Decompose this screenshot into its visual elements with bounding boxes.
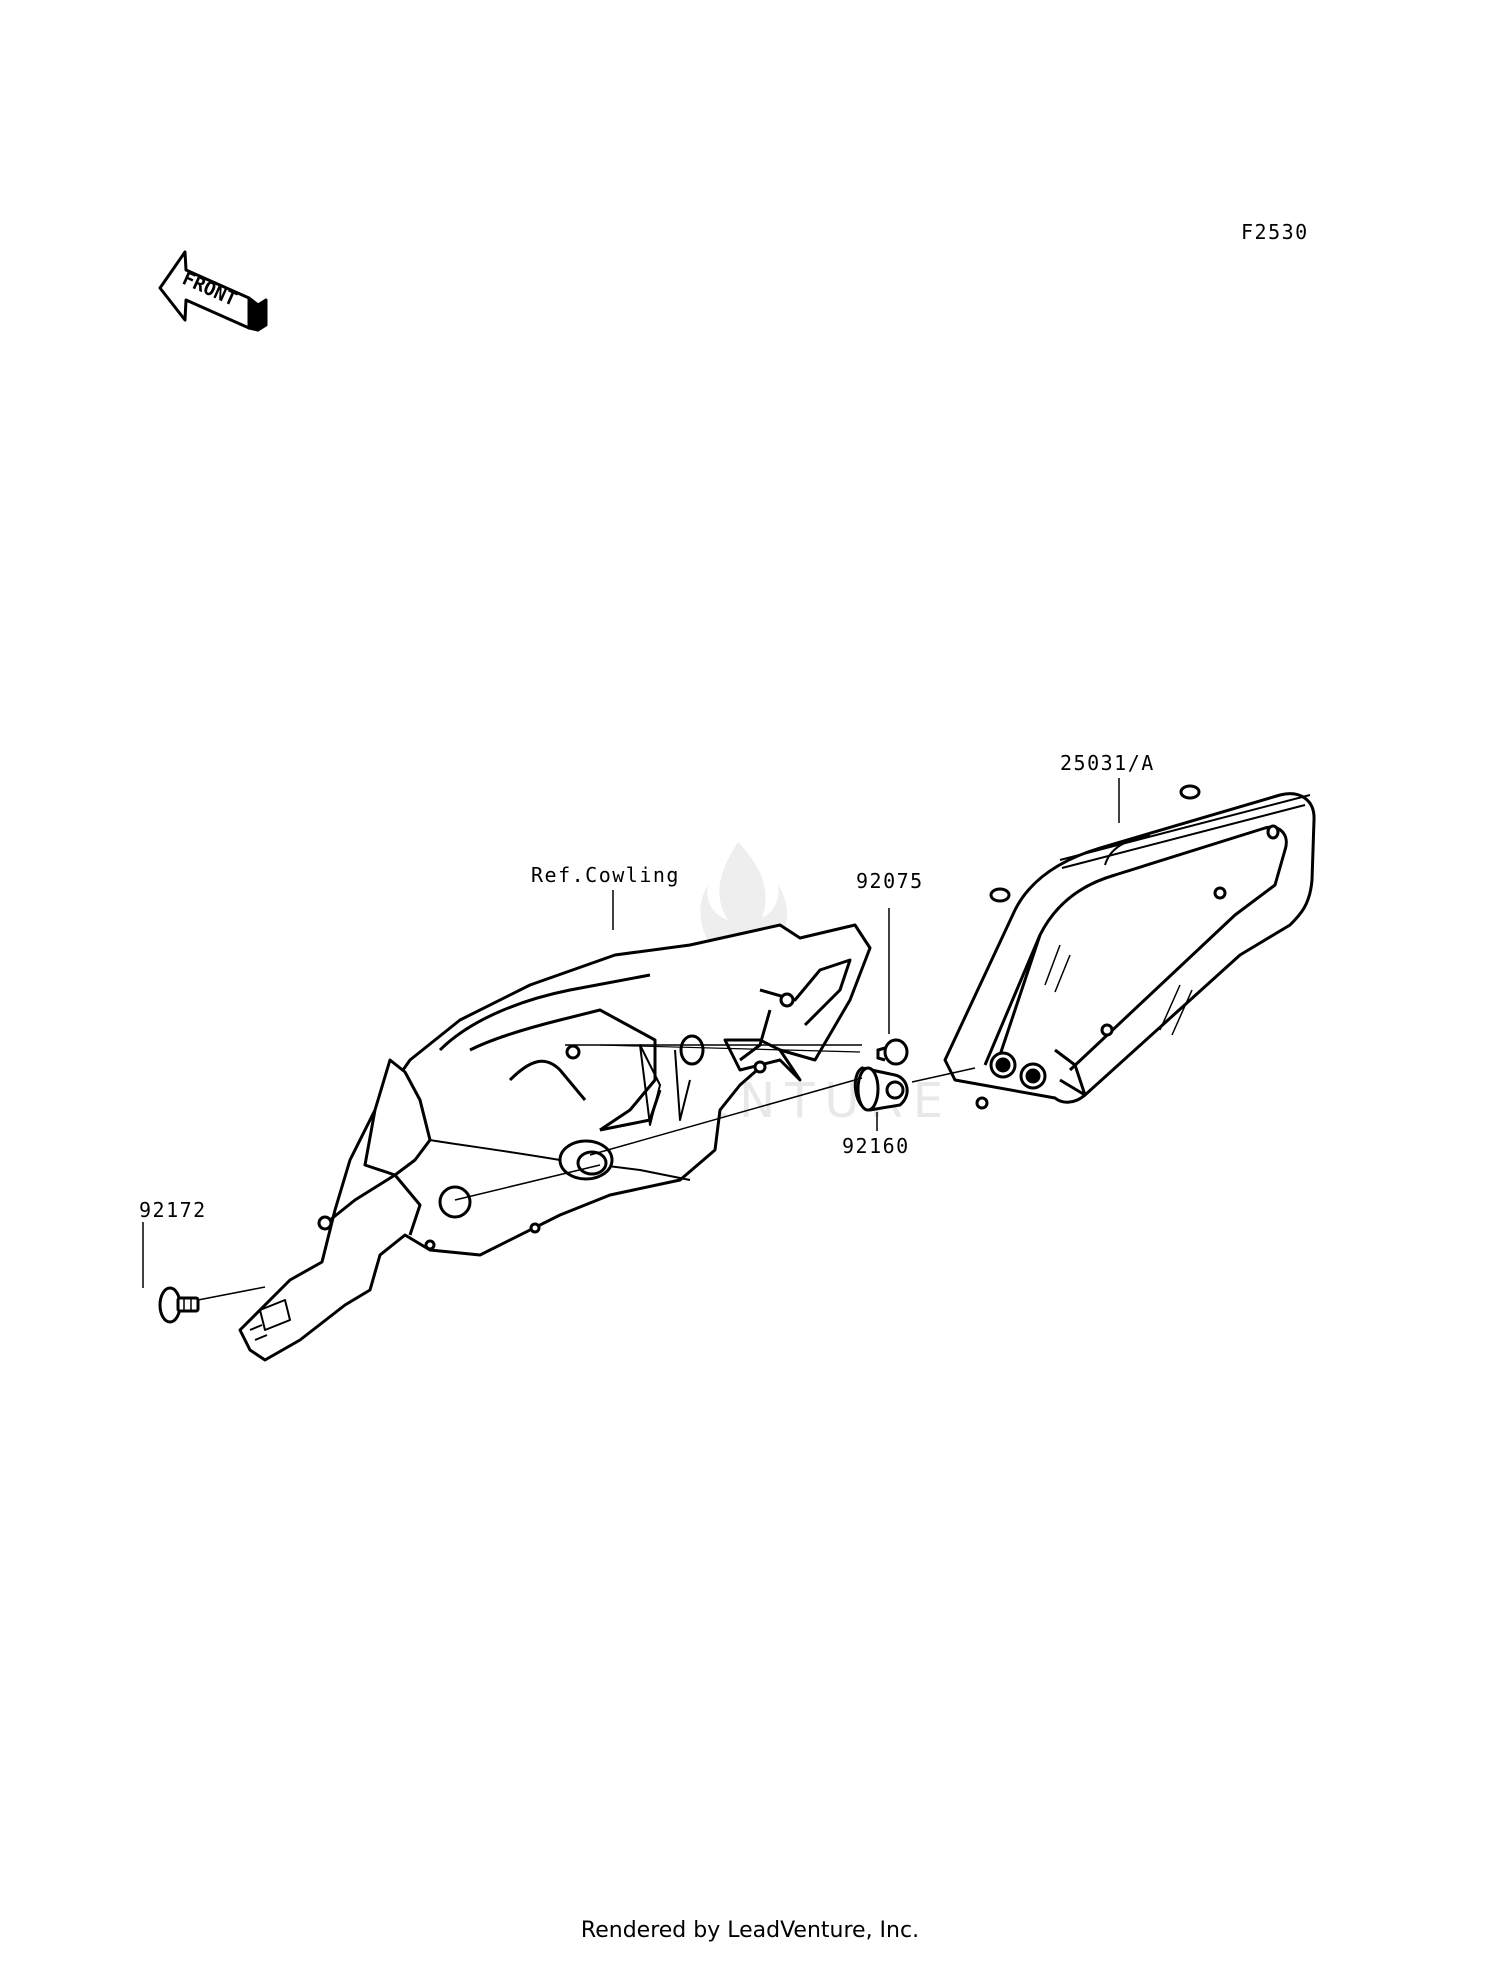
washer-92172	[158, 1286, 200, 1324]
callout-25031-a: 25031/A	[1060, 751, 1155, 775]
callout-92075: 92075	[856, 869, 924, 893]
callout-92160: 92160	[842, 1134, 910, 1158]
callout-ref-cowling: Ref.Cowling	[531, 863, 680, 887]
grommet-92160	[853, 1066, 909, 1112]
callout-92172: 92172	[139, 1198, 207, 1222]
front-arrow-icon: FRONT	[158, 250, 268, 332]
footer-credit: Rendered by LeadVenture, Inc.	[580, 1918, 920, 1943]
meter-assembly	[943, 784, 1316, 1110]
clip-92075	[876, 1038, 909, 1066]
diagram-code: F2530	[1241, 220, 1309, 244]
cowling-bracket	[238, 923, 872, 1362]
leader-lines	[142, 778, 1120, 1301]
